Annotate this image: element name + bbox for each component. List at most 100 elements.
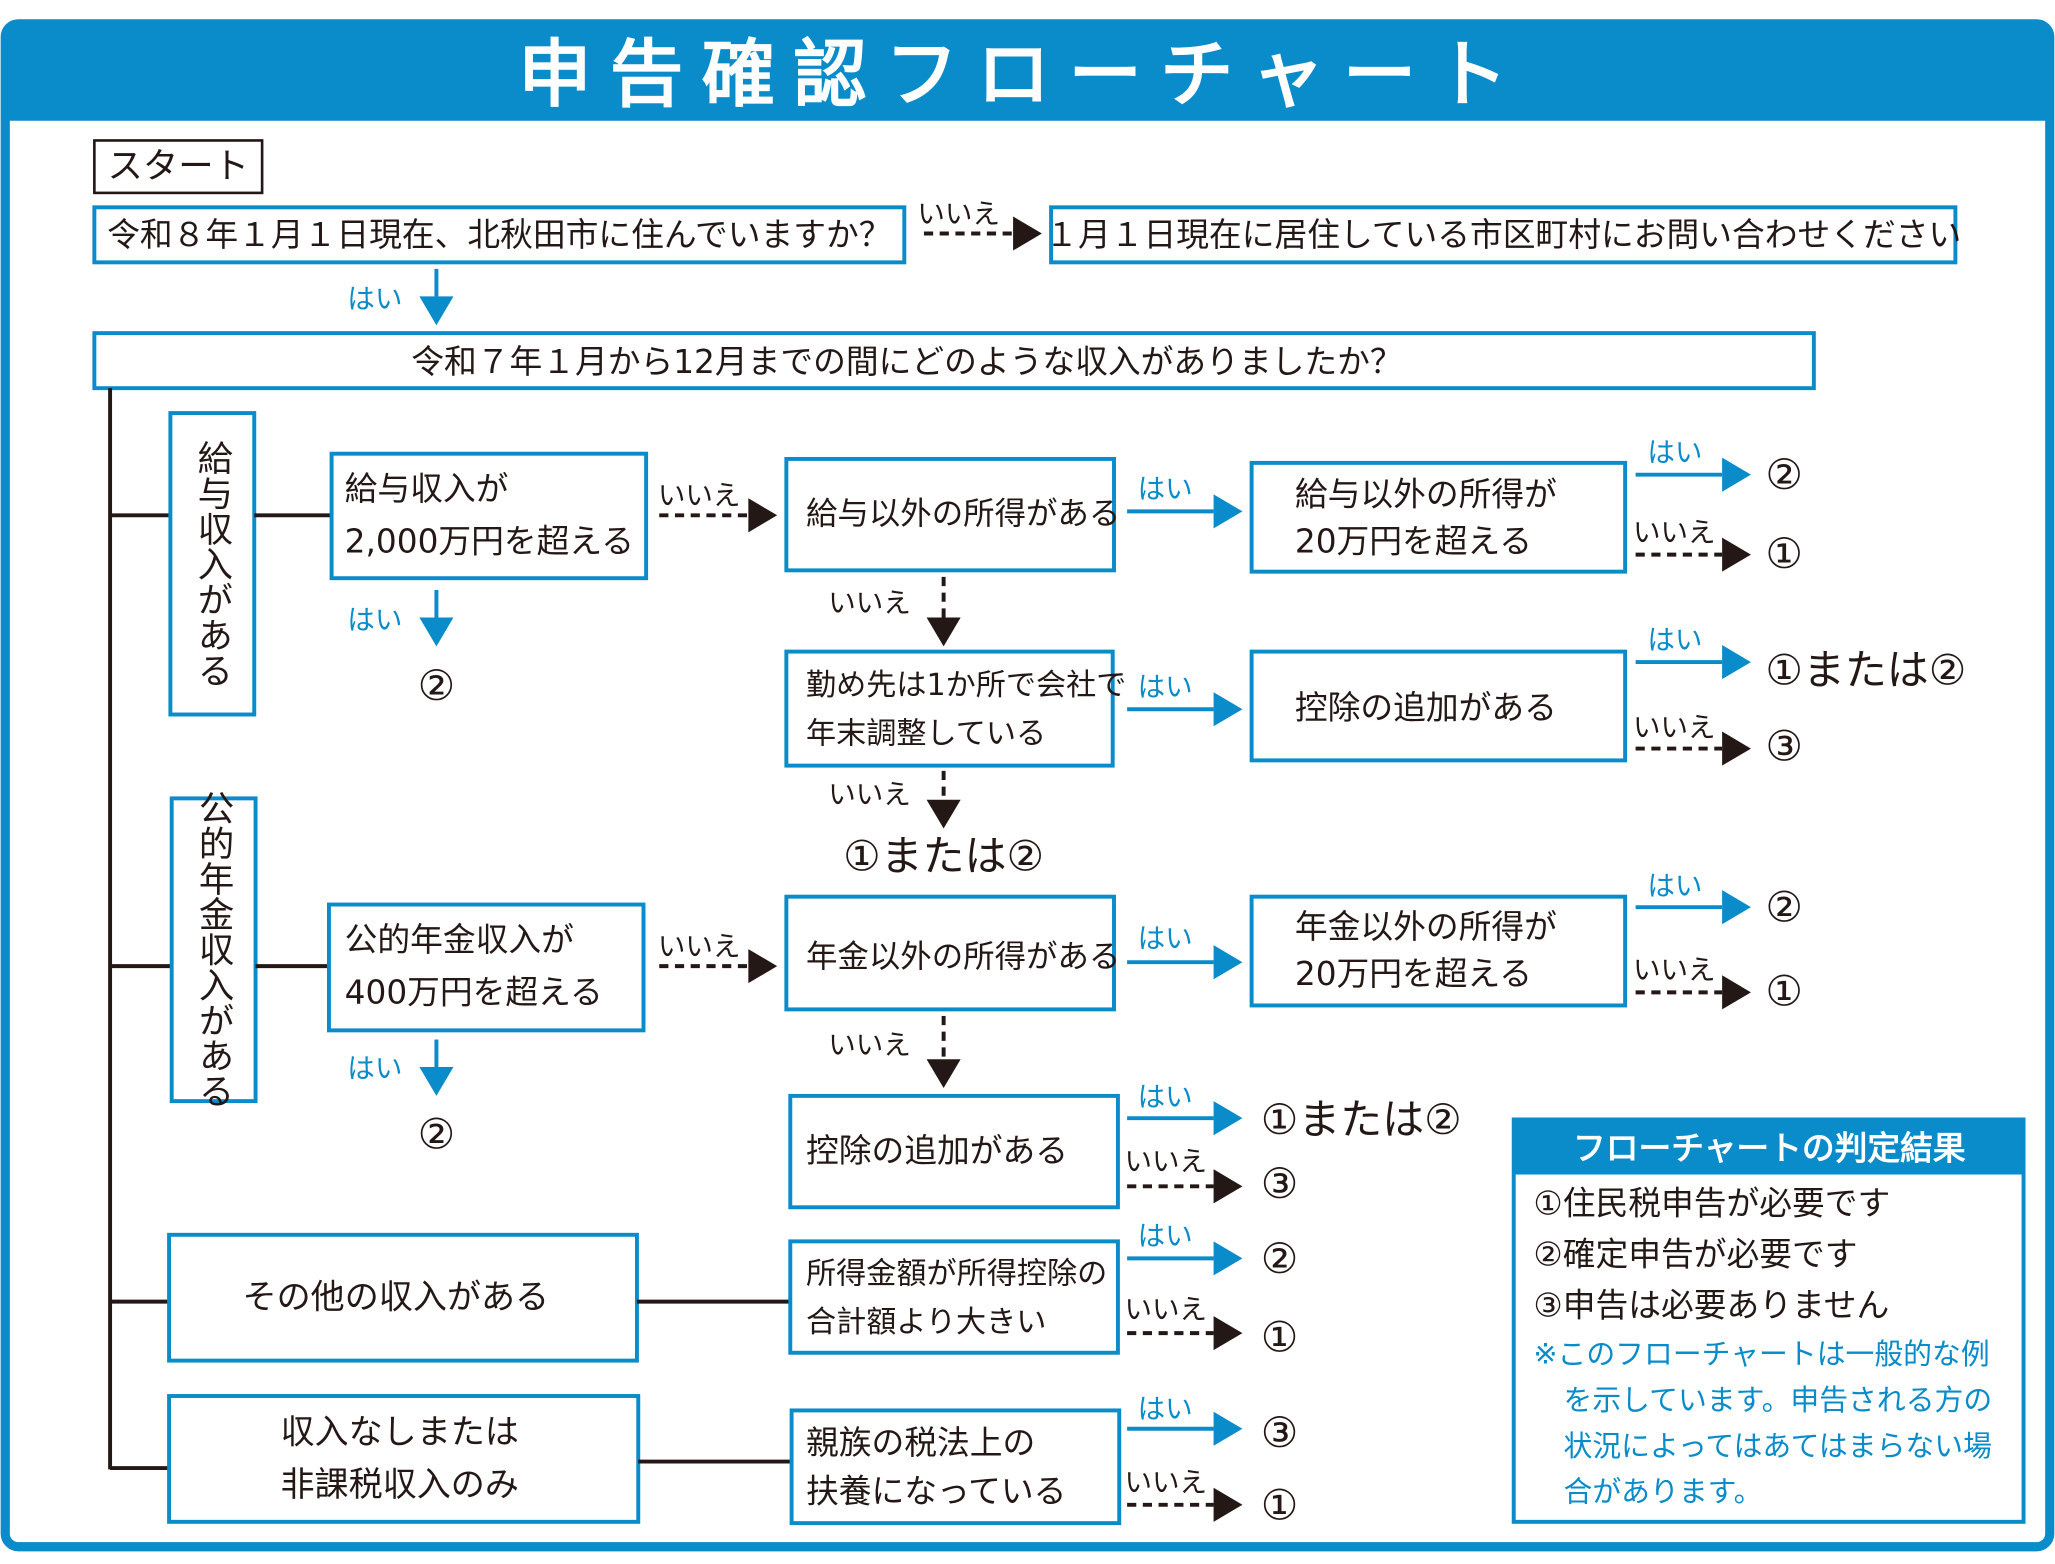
legend-note: を示しています。申告される方の	[1564, 1383, 1993, 1417]
yes-label: はい	[1138, 473, 1193, 505]
yes-arrow	[1127, 494, 1243, 529]
income-question-box	[92, 331, 1816, 391]
start-label: スタート	[107, 146, 249, 187]
residence-no-result: １月１日現在に居住している市区町村にお問い合わせください	[1045, 216, 1961, 254]
legend-item: ②確定申告が必要です	[1533, 1235, 1857, 1273]
arrow-head	[1213, 1316, 1243, 1351]
no-arrow	[923, 216, 1042, 251]
label: 年金以外の所得がある	[806, 939, 1120, 975]
residence-question-box	[92, 205, 907, 265]
no-label: いいえ	[1124, 1145, 1207, 1177]
arrow-head	[1213, 1169, 1243, 1204]
arrow-head	[419, 296, 454, 326]
label: 親族の税法上の	[806, 1424, 1035, 1462]
arrow-head	[926, 1059, 961, 1089]
none-category: 非課税収入のみ	[281, 1465, 519, 1505]
no-arrow	[926, 770, 961, 829]
pension-category-box	[169, 796, 258, 1104]
yes-arrow	[1127, 1411, 1243, 1446]
yes-label: はい	[1647, 870, 1702, 902]
result-label: ③	[1261, 1159, 1299, 1208]
yes-arrow	[1635, 890, 1751, 925]
no-label: いいえ	[1633, 954, 1716, 986]
no-label: いいえ	[1633, 516, 1716, 548]
residence-no-result-box	[1049, 205, 1958, 265]
yes-arrow	[1635, 457, 1751, 492]
no-arrow	[659, 498, 778, 533]
result-label: ②	[418, 1109, 456, 1158]
no-label: いいえ	[1124, 1294, 1207, 1326]
salary-year-end-box	[784, 649, 1115, 768]
none-question-box	[789, 1408, 1122, 1526]
yes-label: はい	[347, 604, 402, 636]
yes-arrow	[1127, 1241, 1243, 1276]
yes-label: はい	[347, 283, 402, 315]
pension-deduction-box	[788, 1093, 1120, 1210]
none-category-box	[167, 1394, 641, 1524]
no-arrow	[1127, 1169, 1243, 1204]
other-question-box	[788, 1239, 1120, 1355]
arrow-head	[1722, 457, 1751, 492]
no-arrow	[1127, 1316, 1243, 1351]
label: 勤め先は1か所で会社で	[806, 668, 1126, 703]
arrow-head	[1722, 731, 1751, 766]
yes-arrow	[1635, 645, 1751, 680]
no-label: いいえ	[1124, 1467, 1207, 1499]
yes-arrow	[419, 589, 454, 647]
no-arrow	[1635, 731, 1751, 766]
salary-category: 給与収入がある	[192, 440, 233, 688]
legend-note: 合があります。	[1564, 1475, 1763, 1509]
label: 合計額より大きい	[806, 1305, 1046, 1340]
yes-label: はい	[1138, 671, 1193, 703]
pension-other-over-box	[1249, 894, 1628, 1008]
result-label: ②	[418, 661, 456, 710]
no-label: いいえ	[658, 480, 741, 512]
result-label: ③	[1261, 1408, 1299, 1457]
legend-item: ①住民税申告が必要です	[1533, 1184, 1890, 1222]
legend-note: 状況によってはあてはまらない場	[1564, 1429, 1992, 1463]
yes-arrow	[419, 1039, 454, 1096]
start-box	[93, 139, 264, 195]
yes-label: はい	[1138, 1220, 1193, 1252]
yes-arrow	[1127, 945, 1243, 980]
label: 公的年金収入が	[345, 921, 574, 959]
label: 20万円を超える	[1295, 523, 1532, 561]
arrow-head	[1213, 1411, 1243, 1446]
income-question: 令和７年１月から12月までの間にどのような収入がありましたか？	[411, 343, 1402, 381]
no-arrow	[1635, 975, 1751, 1010]
arrow-head	[748, 949, 778, 984]
salary-deduction-box	[1249, 649, 1628, 763]
page-title: 申告確認フローチャート	[518, 32, 1526, 117]
legend-item: ③申告は必要ありません	[1533, 1287, 1889, 1325]
arrow-head	[748, 498, 778, 533]
legend-box	[1511, 1117, 2026, 1524]
label: 扶養になっている	[806, 1473, 1066, 1511]
label: 給与収入が	[345, 470, 509, 508]
arrow-head	[1722, 537, 1751, 572]
yes-label: はい	[1647, 436, 1702, 468]
result-label: ①	[1765, 529, 1803, 578]
no-arrow	[926, 576, 961, 647]
no-label: いいえ	[917, 198, 1000, 230]
yes-arrow	[419, 268, 454, 326]
no-label: いいえ	[828, 778, 911, 810]
result-label: ①	[1261, 1313, 1299, 1362]
arrow-head	[419, 617, 454, 647]
yes-label: はい	[1647, 624, 1702, 656]
result-label: ③	[1765, 721, 1803, 770]
arrow-head	[926, 799, 961, 829]
arrow-head	[1213, 494, 1243, 529]
residence-question: 令和８年１月１日現在、北秋田市に住んでいますか？	[107, 216, 891, 254]
result-label: ①または②	[843, 832, 1044, 881]
yes-arrow	[1127, 692, 1243, 727]
arrow-head	[1213, 1487, 1243, 1522]
arrow-head	[1213, 1241, 1243, 1276]
title-bar	[5, 23, 2050, 121]
result-label: ②	[1765, 450, 1803, 499]
arrow-head	[1722, 645, 1751, 680]
yes-arrow	[1127, 1101, 1243, 1136]
label: 年金以外の所得が	[1295, 908, 1557, 946]
arrow-head	[1013, 216, 1042, 251]
yes-label: はい	[1138, 1393, 1193, 1425]
